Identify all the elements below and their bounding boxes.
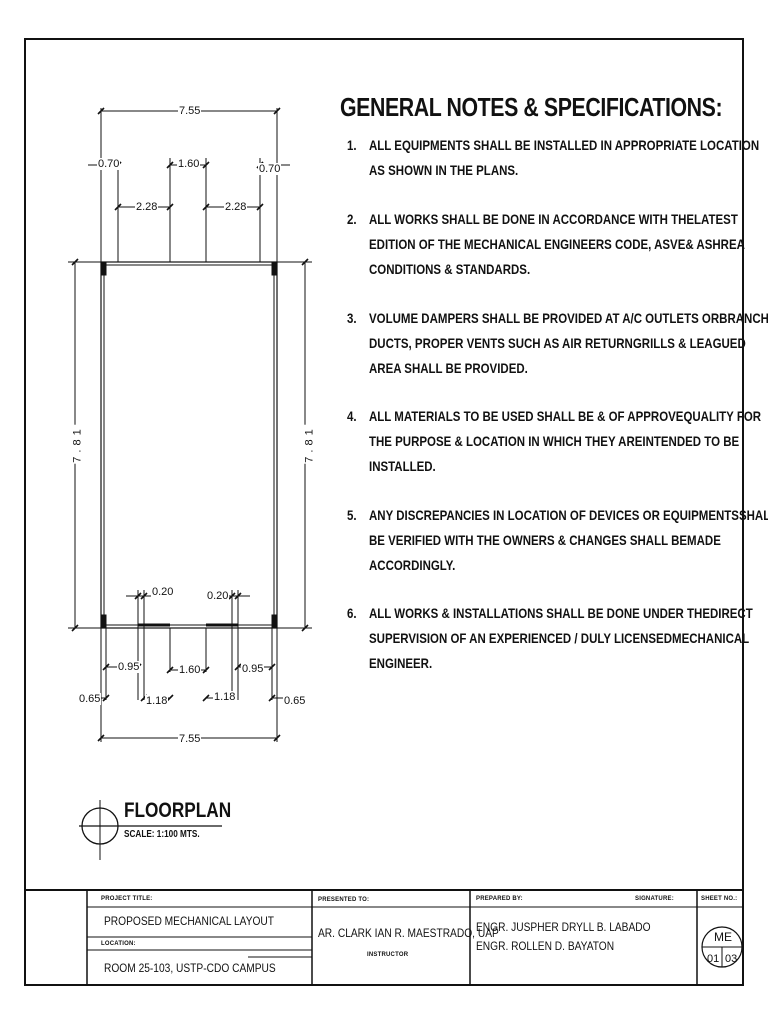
- project-title-label: PROJECT TITLE:: [101, 896, 153, 902]
- note-number: 5.: [347, 507, 357, 523]
- dim-bottom-left-118: 1.18: [145, 695, 169, 707]
- note-line: AREA SHALL BE PROVIDED.: [369, 360, 528, 376]
- dim-bottom-left-wall: 0.20: [151, 586, 175, 598]
- note-line: ENGINEER.: [369, 655, 433, 671]
- note-line: ALL EQUIPMENTS SHALL BE INSTALLED IN APP…: [369, 137, 760, 153]
- prepared-by-2: ENGR. ROLLEN D. BAYATON: [476, 939, 615, 953]
- note-line: SUPERVISION OF AN EXPERIENCED / DULY LIC…: [369, 630, 750, 646]
- prepared-by-label: PREPARED BY:: [476, 896, 523, 902]
- sheet-no-label: SHEET NO.:: [701, 896, 738, 902]
- dim-bottom-left-065: 0.65: [78, 693, 102, 705]
- dim-left-height: 7.81: [71, 424, 84, 464]
- note-line: DUCTS, PROPER VENTS SUCH AS AIR RETURNGR…: [369, 335, 746, 351]
- note-number: 3.: [347, 310, 357, 326]
- note-line: VOLUME DAMPERS SHALL BE PROVIDED AT A/C …: [369, 310, 768, 326]
- corner-top-right: [271, 261, 278, 276]
- floorplan-scale: SCALE: 1:100 MTS.: [124, 829, 200, 840]
- dim-top-right-mid: 2.28: [224, 201, 248, 213]
- dim-top-center: 1.60: [177, 158, 201, 170]
- presented-role: INSTRUCTOR: [367, 952, 409, 958]
- location-label: LOCATION:: [101, 941, 136, 947]
- note-number: 4.: [347, 408, 357, 424]
- corner-bottom-right: [271, 614, 278, 629]
- dim-top-total: 7.55: [178, 105, 202, 117]
- dim-bottom-right-wall: 0.20: [206, 590, 230, 602]
- note-line: ANY DISCREPANCIES IN LOCATION OF DEVICES…: [369, 507, 768, 523]
- note-line: INSTALLED.: [369, 458, 436, 474]
- presented-to-label: PRESENTED TO:: [318, 897, 370, 903]
- sheet-total: 03: [725, 953, 738, 965]
- room-outer-wall: [100, 261, 278, 629]
- note-line: ACCORDINGLY.: [369, 557, 456, 573]
- signature-label: SIGNATURE:: [635, 896, 674, 902]
- drawing-sheet: [24, 38, 744, 986]
- note-line: BE VERIFIED WITH THE OWNERS & CHANGES SH…: [369, 532, 721, 548]
- note-line: ALL MATERIALS TO BE USED SHALL BE & OF A…: [369, 408, 762, 424]
- dim-bottom-right-065: 0.65: [283, 695, 307, 707]
- floorplan-section-symbol: [79, 800, 222, 860]
- room-inner-wall: [103, 264, 275, 626]
- dim-bottom-left-095: 0.95: [117, 661, 141, 673]
- sheet-number: 01: [707, 953, 720, 965]
- corner-top-left: [100, 261, 107, 276]
- dim-bottom-right-118: 1.18: [213, 691, 237, 703]
- dim-bottom-center: 1.60: [178, 664, 202, 676]
- dim-bottom-total: 7.55: [178, 733, 202, 745]
- dim-top-left-mid: 2.28: [135, 201, 159, 213]
- location: ROOM 25-103, USTP-CDO CAMPUS: [104, 961, 276, 975]
- floorplan-title: FLOORPLAN: [124, 799, 232, 822]
- note-line: CONDITIONS & STANDARDS.: [369, 261, 531, 277]
- note-line: ALL WORKS SHALL BE DONE IN ACCORDANCE WI…: [369, 211, 738, 227]
- project-title: PROPOSED MECHANICAL LAYOUT: [104, 914, 275, 928]
- note-line: AS SHOWN IN THE PLANS.: [369, 162, 519, 178]
- sheet-code: ME: [714, 930, 732, 944]
- dim-right-height: 7.81: [303, 424, 316, 464]
- dim-bottom-right-095: 0.95: [241, 663, 265, 675]
- notes-title: GENERAL NOTES & SPECIFICATIONS:: [340, 92, 723, 122]
- note-line: EDITION OF THE MECHANICAL ENGINEERS CODE…: [369, 236, 745, 252]
- corner-bottom-left: [100, 614, 107, 629]
- dim-top-left-edge: 0.70: [97, 158, 121, 170]
- note-line: THE PURPOSE & LOCATION IN WHICH THEY ARE…: [369, 433, 740, 449]
- prepared-by-1: ENGR. JUSPHER DRYLL B. LABADO: [476, 920, 651, 934]
- note-number: 1.: [347, 137, 357, 153]
- note-line: ALL WORKS & INSTALLATIONS SHALL BE DONE …: [369, 605, 753, 621]
- note-number: 2.: [347, 211, 357, 227]
- dim-top-right-edge: 0.70: [258, 163, 282, 175]
- presented-to: AR. CLARK IAN R. MAESTRADO, UAP: [318, 926, 499, 940]
- note-number: 6.: [347, 605, 357, 621]
